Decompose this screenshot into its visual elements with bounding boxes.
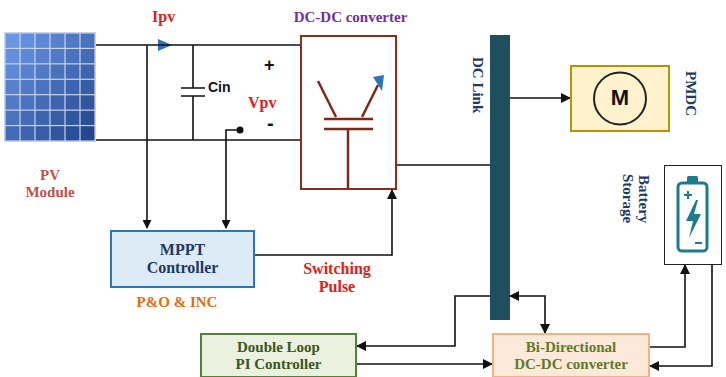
solar-cell	[36, 49, 50, 63]
emitter-arrow	[373, 75, 384, 91]
solar-cell	[6, 49, 20, 63]
solar-cell	[66, 49, 80, 63]
converter-box: DC-DC converter	[300, 35, 397, 190]
collector-lead	[318, 81, 336, 117]
motor-circle	[594, 73, 646, 125]
solar-cell	[51, 95, 65, 109]
controller-box: MPPT ControllerP&O & INC	[110, 230, 255, 288]
motor-label: PMDC	[682, 71, 699, 116]
solar-cell	[81, 80, 95, 94]
dc-link-bar: DC Link	[490, 35, 510, 320]
signal-name: Ipv	[152, 8, 175, 26]
pv-module: PV Module	[4, 32, 96, 142]
current-sense-line	[146, 45, 148, 228]
connector	[510, 97, 570, 99]
solar-cell	[6, 111, 20, 125]
connector	[357, 296, 490, 346]
algorithm-label: P&O & INC	[112, 294, 242, 311]
solar-cell	[6, 95, 20, 109]
controller-title: MPPT Controller	[143, 241, 223, 276]
pi-controller-box: Double Loop PI Controller	[200, 333, 357, 377]
pi-controller-title: Double Loop PI Controller	[233, 339, 325, 372]
solar-cell	[66, 126, 80, 140]
connector	[96, 44, 300, 46]
dc-link-label: DC Link	[469, 57, 486, 113]
emitter-lead	[362, 85, 378, 117]
charge-bolt	[686, 200, 701, 238]
connector	[255, 190, 392, 255]
solar-panel-picture	[4, 32, 96, 142]
solar-cell	[36, 126, 50, 140]
solar-cell	[81, 111, 95, 125]
solar-cell	[81, 49, 95, 63]
connector	[650, 265, 685, 347]
solar-cell	[36, 95, 50, 109]
switch-symbol	[302, 37, 395, 188]
solar-cell	[21, 49, 35, 63]
solar-cell	[36, 64, 50, 78]
solar-cell	[51, 49, 65, 63]
switch-bar	[324, 118, 373, 121]
motor-box: MPMDC	[570, 65, 670, 132]
solar-cell	[21, 64, 35, 78]
panel-frame	[4, 32, 96, 142]
solar-cell	[66, 64, 80, 78]
connector	[510, 296, 545, 333]
signal-label: Switching Pulse	[288, 260, 386, 295]
solar-cell	[21, 34, 35, 48]
solar-cell	[81, 34, 95, 48]
solar-cell	[36, 80, 50, 94]
solar-cell	[21, 95, 35, 109]
motor-letter: M	[594, 72, 646, 124]
solar-cell	[81, 95, 95, 109]
polarity-mark: -	[267, 112, 274, 134]
solar-cell	[81, 126, 95, 140]
solar-cell	[21, 126, 35, 140]
gate-lead	[347, 129, 350, 188]
converter-title: DC-DC converter	[280, 9, 421, 26]
solar-cell	[36, 34, 50, 48]
connector	[397, 164, 490, 166]
battery-icon	[665, 166, 720, 263]
connector	[357, 363, 492, 365]
solar-cell	[81, 64, 95, 78]
solar-cell	[66, 80, 80, 94]
return-wire	[96, 139, 300, 141]
solar-cell	[6, 80, 20, 94]
capacitor-symbol	[181, 45, 205, 140]
solar-cell	[66, 111, 80, 125]
solar-cell	[36, 111, 50, 125]
signal-name: Vpv	[248, 94, 276, 112]
solar-cell	[51, 34, 65, 48]
battery-label: Battery Storage	[619, 168, 652, 230]
solar-cell	[6, 64, 20, 78]
battery-terminals	[684, 191, 702, 243]
solar-cell	[51, 126, 65, 140]
solar-cell	[51, 111, 65, 125]
solar-cell	[51, 80, 65, 94]
solar-cell	[51, 64, 65, 78]
bidirectional-box: Bi-Directional DC-DC converter	[492, 333, 650, 377]
solar-cell	[66, 95, 80, 109]
module-label: PV Module	[20, 167, 80, 200]
battery-box: Battery Storage	[664, 165, 722, 265]
sense-point	[237, 127, 244, 134]
battery-body	[678, 183, 707, 251]
bidirectional-title: Bi-Directional DC-DC converter	[512, 339, 630, 372]
solar-cell	[21, 80, 35, 94]
connector	[650, 265, 712, 366]
polarity-mark: +	[264, 56, 275, 76]
solar-cell	[6, 34, 20, 48]
solar-cell	[6, 126, 20, 140]
component-name: Cin	[208, 80, 231, 95]
solar-cell	[21, 111, 35, 125]
solar-cell	[66, 34, 80, 48]
voltage-sense-line	[226, 130, 240, 228]
